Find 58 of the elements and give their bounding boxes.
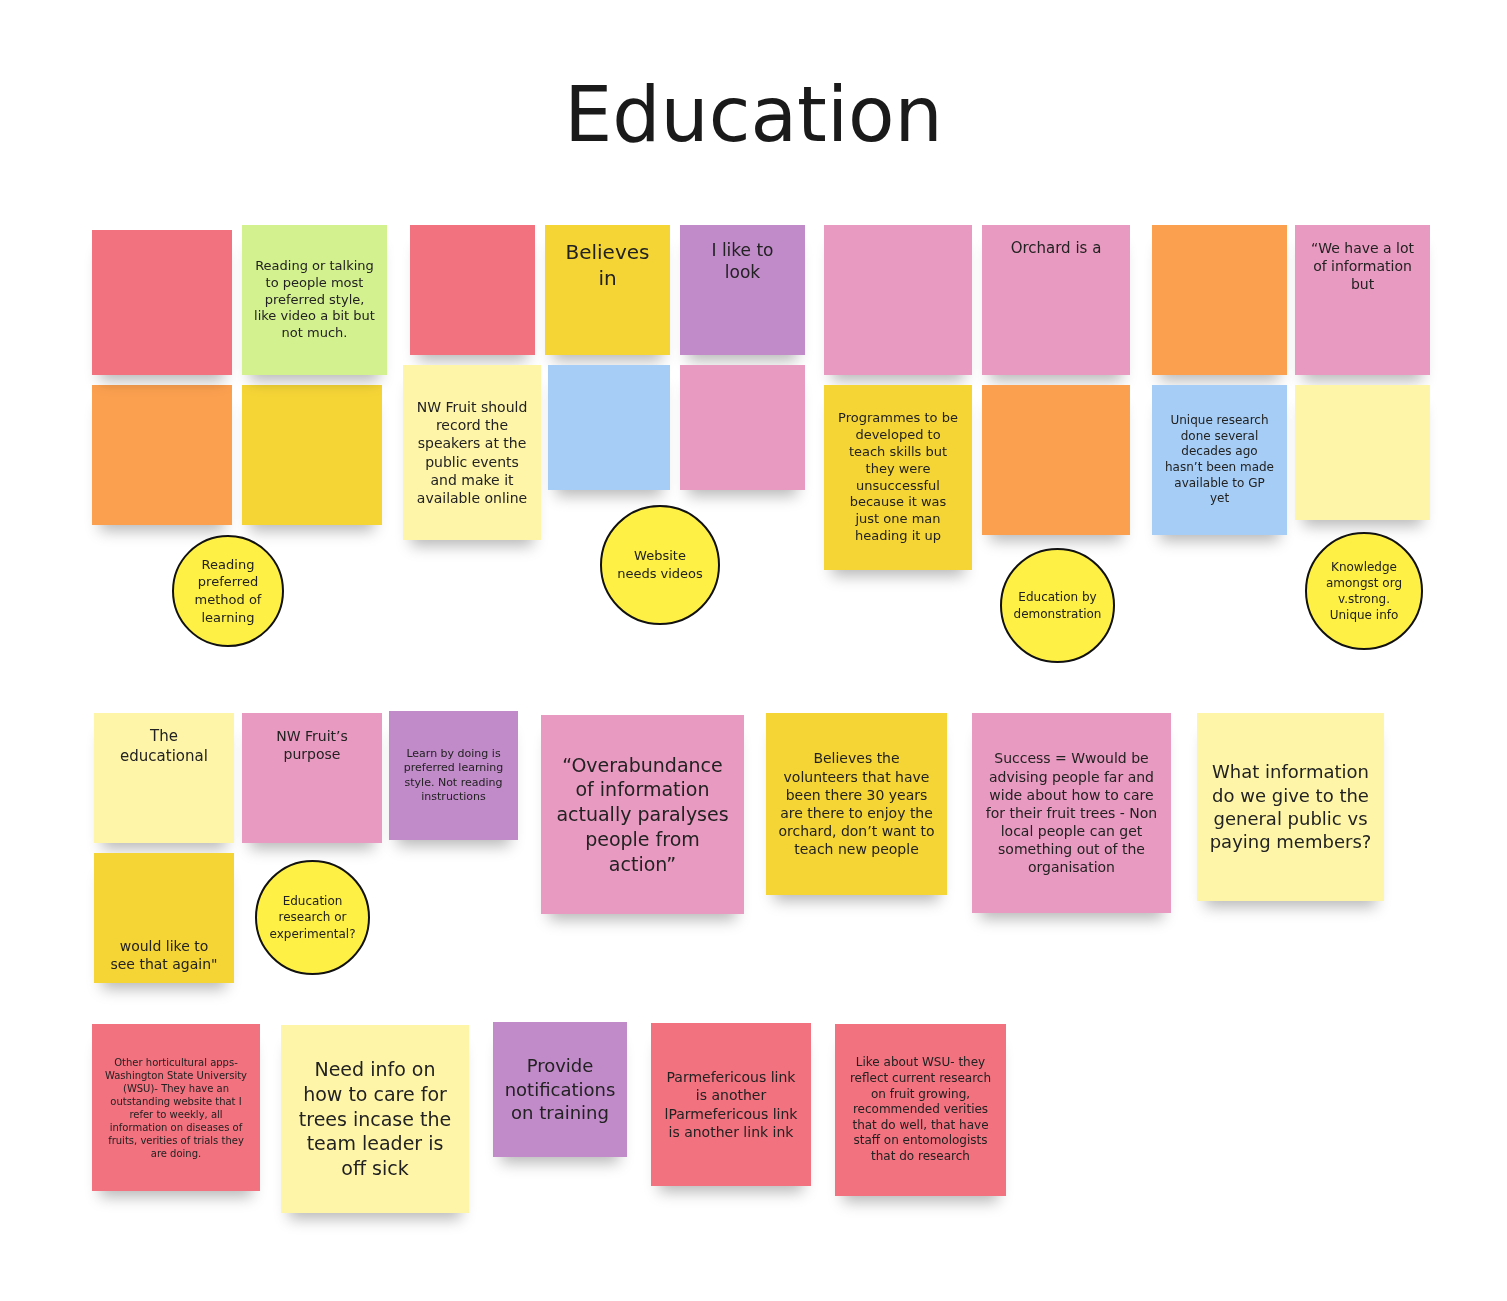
title: Education [563, 70, 944, 159]
sticky-note [1295, 385, 1430, 520]
sticky-note [651, 1023, 811, 1186]
sticky-note [403, 365, 541, 540]
note-text: Believes the volunteers that have been there 30 years are there to enjoy the orchard, don’t want to teach new people [778, 749, 935, 859]
note-text: Orchard is a [1010, 239, 1102, 259]
sticky-note [493, 1022, 627, 1157]
sticky-note [541, 715, 744, 914]
sticky-note [94, 853, 234, 983]
note-text: Reading or talking to people most preferred style, like video a bit but not much. [254, 257, 375, 343]
sticky-note [410, 225, 535, 355]
circle-text: Education research or experimental? [269, 893, 356, 942]
circle-text: Knowledge amongst org v.strong. Unique info [1324, 558, 1404, 624]
sticky-note [92, 1024, 260, 1191]
sticky-note [281, 1025, 469, 1213]
sticky-note [389, 711, 518, 840]
circle-text: Website needs videos [616, 547, 704, 583]
note-text: Need info on how to care for trees incase the team leader is off sick [297, 1057, 453, 1181]
sticky-note [1197, 713, 1384, 901]
sticky-note [824, 225, 972, 375]
circle-text: Reading preferred method of learning [193, 555, 263, 627]
sticky-note [92, 230, 232, 375]
note-text: The educational [119, 727, 209, 766]
note-text: Believes in [564, 239, 651, 291]
note-text: Parmefericous link is another lParmefericous link is another link ink [663, 1068, 799, 1141]
note-text: Like about WSU- they reflect current research on fruit growing, recommended verities that do well, that have staff on entomologists that do research [848, 1055, 993, 1165]
sticky-note [1152, 225, 1287, 375]
sticky-note [545, 225, 670, 355]
sticky-note [1295, 225, 1430, 375]
sticky-note [242, 385, 382, 525]
note-text: Provide notifications on training [504, 1054, 616, 1125]
sticky-note [680, 225, 805, 355]
note-text: NW Fruit’s purpose [275, 727, 349, 764]
note-text: NW Fruit should record the speakers at the public events and make it available online [415, 397, 529, 508]
note-text: Learn by doing is preferred learning style. Not reading instructions [402, 746, 505, 805]
sticky-note [1152, 385, 1287, 535]
note-text: Programmes to be developed to teach skills but they were unsuccessful because it was just one man heading it up [837, 409, 959, 546]
sticky-note [92, 385, 232, 525]
note-text: “Overabundance of information actually paralyses people from action” [555, 752, 730, 877]
sticky-note [242, 225, 387, 375]
note-text: Unique research done several decades ago hasn’t been made available to GP yet [1164, 413, 1275, 507]
note-text: I like to look [710, 239, 775, 284]
sticky-note [824, 385, 972, 570]
note-text: would like to see that again" [109, 936, 219, 973]
sticky-note [94, 713, 234, 843]
sticky-note [835, 1024, 1006, 1196]
circle-text: Education by demonstration [1013, 589, 1102, 622]
note-text: What information do we give to the general public vs paying members? [1209, 760, 1372, 854]
note-text: Success = Wwould be advising people far and wide about how to care for their fruit trees - Non local people can get something out of the organisation [984, 749, 1159, 877]
sticky-note [982, 385, 1130, 535]
sticky-note [242, 713, 382, 843]
sticky-note [766, 713, 947, 895]
sticky-note [548, 365, 670, 490]
sticky-note [972, 713, 1171, 913]
sticky-note [680, 365, 805, 490]
note-text: Other horticultural apps- Washington State University (WSU)- They have an outstanding website that I refer to weekly, all information on diseases of fruits, verities of trials they are doing. [104, 1055, 248, 1160]
sticky-note [982, 225, 1130, 375]
note-text: “We have a lot of information but [1309, 239, 1416, 294]
